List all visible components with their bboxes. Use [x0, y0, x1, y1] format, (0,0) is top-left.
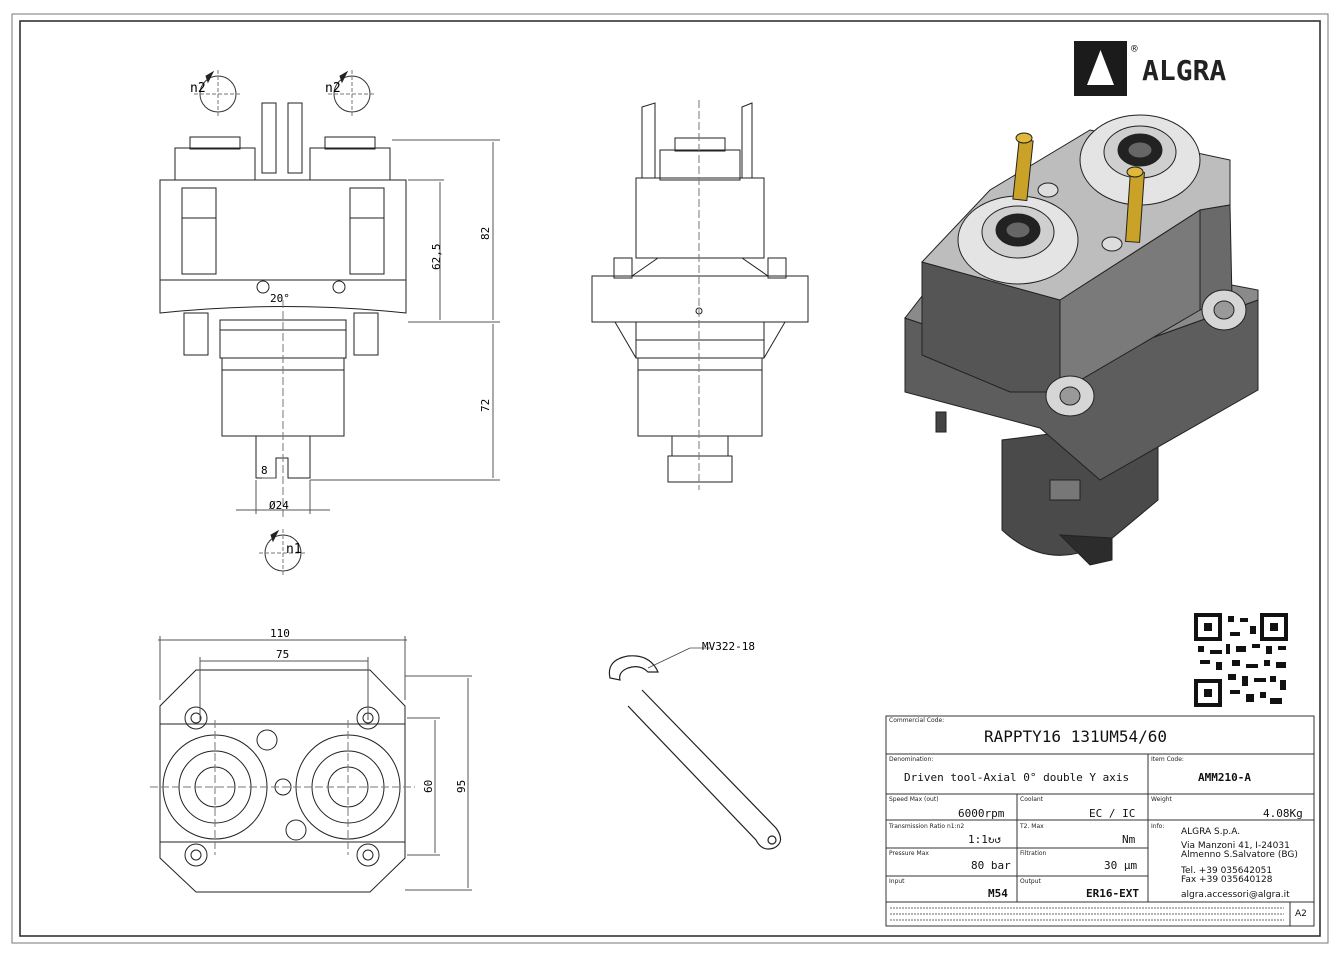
filtration-value: 30 μm [1104, 859, 1138, 872]
fax: Fax +39 035640128 [1181, 875, 1273, 885]
weight-label: Weight [1151, 796, 1172, 803]
item-code-label: Item Code: [1151, 756, 1184, 763]
item-code: AMM210-A [1198, 771, 1251, 784]
outer-border [11, 13, 1329, 944]
coolant-label: Coolant [1020, 796, 1044, 803]
output-value: ER16-EXT [1086, 887, 1139, 900]
ratio-value: 1:1↻↺ [968, 833, 1002, 846]
wrench-label: MV322-18 [702, 640, 755, 653]
side-view [591, 100, 809, 490]
sheet-size: A2 [1295, 909, 1307, 919]
denomination-label: Denomination: [889, 756, 934, 763]
output-label: Output [1020, 878, 1041, 885]
wrench-drawing [608, 647, 782, 850]
logo-registered: ® [1131, 42, 1138, 55]
torque-label: T2. Max [1020, 823, 1044, 830]
rotation-arrow-icon [194, 70, 242, 118]
title-block-grid [885, 715, 1315, 927]
pressure-value: 80 bar [971, 859, 1011, 872]
input-value: M54 [988, 887, 1008, 900]
commercial-code: RAPPTY16 131UM54/60 [984, 727, 1168, 746]
algra-logo: ALGRA ® [1074, 41, 1226, 96]
dim-angle-20: 20° [270, 292, 290, 305]
info-label: Info: [1151, 823, 1165, 830]
filtration-label: Filtration [1020, 850, 1047, 857]
torque-value: Nm [1122, 833, 1136, 846]
weight-value: 4.08Kg [1263, 807, 1303, 820]
company-name: ALGRA S.p.A. [1181, 827, 1241, 837]
logo-text: ALGRA [1142, 54, 1226, 87]
disclaimer-fine-print [890, 907, 1284, 921]
speed-label: Speed Max (out) [889, 796, 939, 803]
denomination: Driven tool-Axial 0° double Y axis [904, 771, 1130, 784]
pressure-label: Pressure Max [889, 850, 929, 857]
rotation-arrow-icon [328, 70, 376, 118]
dim-shaft-8: 8 [261, 464, 268, 477]
speed-value: 6000rpm [958, 807, 1005, 820]
inner-border [19, 20, 1321, 937]
dim-n2-left: n2 [190, 81, 206, 96]
dim-height-62-5: 62,5 [430, 244, 443, 271]
qr-code [1194, 613, 1288, 707]
dim-n1: n1 [286, 542, 302, 557]
input-label: Input [889, 878, 905, 885]
dim-diameter-24: Ø24 [269, 499, 289, 512]
rotation-arrow-icon [259, 529, 307, 577]
address-line-1: Via Manzoni 41, I-24031 [1181, 841, 1290, 851]
address-line-2: Almenno S.Salvatore (BG) [1181, 850, 1298, 860]
telephone: Tel. +39 035642051 [1181, 866, 1273, 876]
dim-height-72: 72 [479, 399, 492, 412]
coolant-value: EC / IC [1089, 807, 1136, 820]
title-block: Commercial Code: RAPPTY16 131UM54/60 Den… [886, 716, 1314, 926]
dim-height-60: 60 [422, 780, 435, 793]
isometric-render [904, 114, 1259, 566]
front-view [159, 70, 500, 577]
dim-width-75: 75 [276, 648, 289, 661]
top-view [150, 636, 472, 893]
ratio-label: Transmission Ratio n1:n2 [889, 823, 965, 830]
dim-height-95: 95 [455, 780, 468, 793]
dim-height-82: 82 [479, 227, 492, 240]
commercial-code-label: Commercial Code: [889, 717, 945, 724]
dim-n2-right: n2 [325, 81, 341, 96]
dim-width-110: 110 [270, 627, 290, 640]
email-link[interactable]: algra.accessori@algra.it [1181, 890, 1290, 900]
